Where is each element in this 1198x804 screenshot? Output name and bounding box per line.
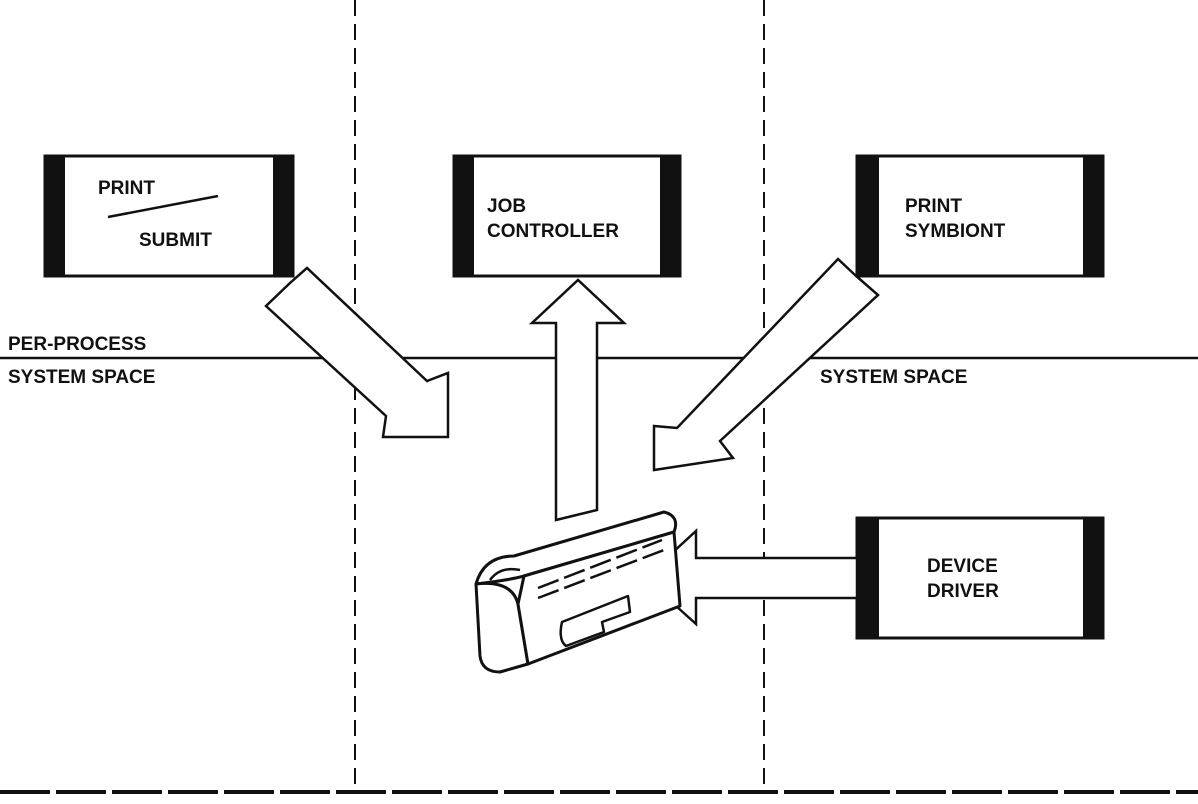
job-controller-box: JOB CONTROLLER xyxy=(454,156,680,276)
device-driver-label-line1: DEVICE xyxy=(927,556,998,577)
print-submit-label-line1: PRINT xyxy=(98,178,155,199)
print-symbiont-label-line2: SYMBIONT xyxy=(905,221,1006,242)
print-submit-label-line2: SUBMIT xyxy=(139,230,212,251)
system-space-label-right: SYSTEM SPACE xyxy=(820,367,967,388)
print-submit-box: PRINT SUBMIT xyxy=(45,156,293,276)
arrow-submit-to-mailbox xyxy=(266,268,448,437)
arrow-symbiont-to-mailbox xyxy=(654,259,878,470)
job-controller-label-line2: CONTROLLER xyxy=(487,221,619,242)
print-symbiont-box: PRINT SYMBIONT xyxy=(857,156,1103,276)
arrow-mailbox-to-job-controller xyxy=(532,280,624,520)
print-symbiont-label-line1: PRINT xyxy=(905,196,962,217)
mailbox-icon xyxy=(476,512,680,672)
system-space-label-left: SYSTEM SPACE xyxy=(8,367,155,388)
per-process-label: PER-PROCESS xyxy=(8,334,146,355)
device-driver-box: DEVICE DRIVER xyxy=(857,518,1103,638)
job-controller-label-line1: JOB xyxy=(487,196,526,217)
device-driver-label-line2: DRIVER xyxy=(927,581,999,602)
